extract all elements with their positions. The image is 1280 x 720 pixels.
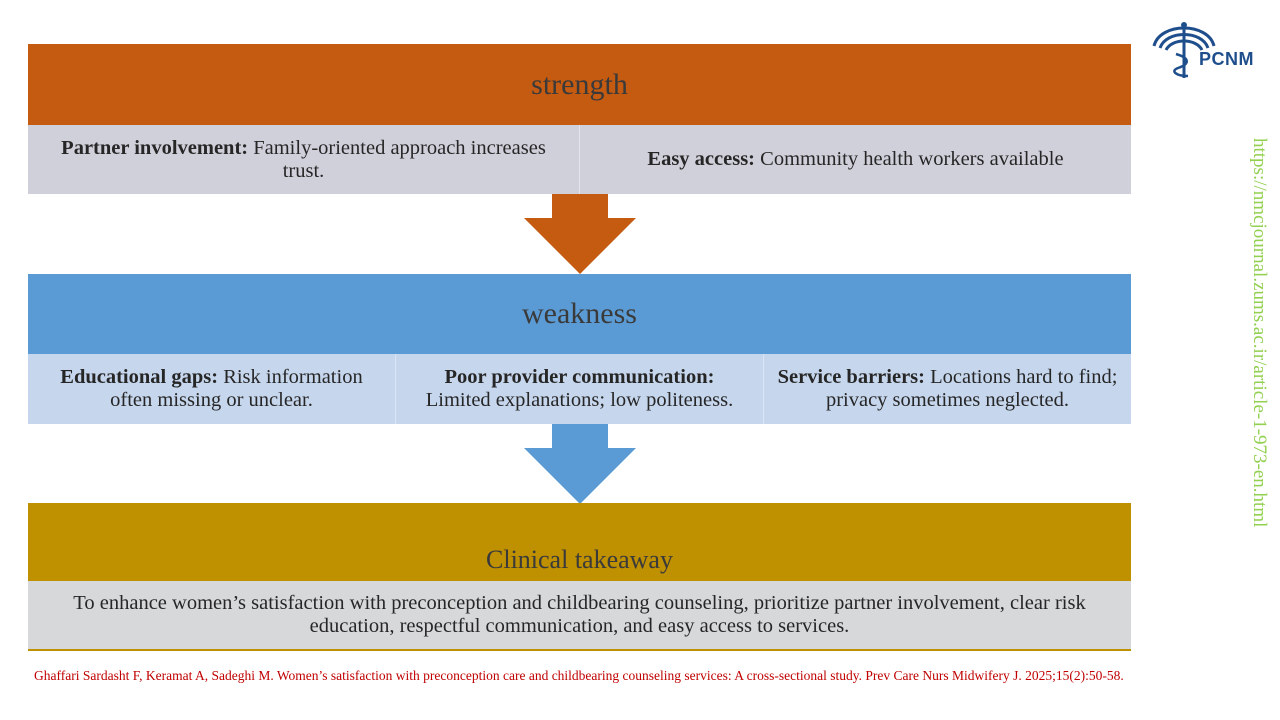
takeaway-text: To enhance women’s satisfaction with pre… — [28, 581, 1131, 651]
weakness-item-barriers: Service barriers: Locations hard to find… — [763, 354, 1131, 424]
takeaway-header: Clinical takeaway — [28, 503, 1131, 581]
weakness-item-label: Service barriers: — [777, 366, 925, 388]
weakness-item-label: Educational gaps: — [60, 366, 219, 388]
strength-item-text: Family-oriented approach increases trust… — [248, 136, 546, 182]
weakness-item-text: Risk information often missing or unclea… — [110, 366, 363, 411]
weakness-item-text: Limited explanations; low politeness. — [425, 389, 734, 411]
weakness-item-label: Poor provider communication: — [444, 366, 715, 388]
pcnm-logo — [1152, 22, 1216, 78]
citation: Ghaffari Sardasht F, Keramat A, Sadeghi … — [34, 668, 1124, 683]
weakness-header: weakness — [28, 274, 1131, 354]
strength-item-partner: Partner involvement: Family-oriented app… — [28, 125, 579, 194]
strength-item-access: Easy access: Community health workers av… — [579, 125, 1131, 194]
article-url-link[interactable]: https://nmcjournal.zums.ac.ir/article-1-… — [1249, 138, 1270, 528]
strength-item-label: Easy access: — [647, 148, 756, 170]
weakness-row: Educational gaps: Risk information often… — [28, 354, 1131, 424]
strength-item-label: Partner involvement: — [61, 136, 249, 159]
down-arrow-icon — [524, 194, 636, 274]
strength-header: strength — [28, 44, 1131, 125]
strength-row: Partner involvement: Family-oriented app… — [28, 125, 1131, 194]
weakness-item-text: Locations hard to find; privacy sometime… — [825, 366, 1118, 411]
logo-text: PCNM — [1199, 49, 1254, 69]
weakness-item-communication: Poor provider communication: Limited exp… — [395, 354, 763, 424]
strength-item-text: Community health workers available — [755, 148, 1064, 170]
down-arrow-icon — [524, 424, 636, 504]
weakness-item-education: Educational gaps: Risk information often… — [28, 354, 395, 424]
